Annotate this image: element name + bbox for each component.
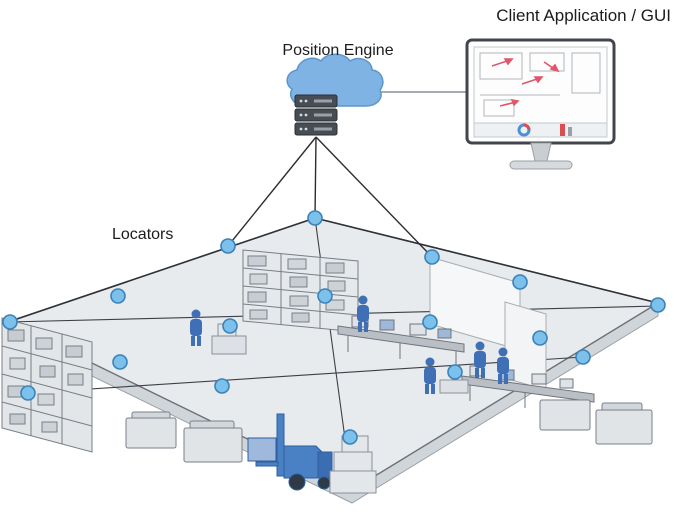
box bbox=[67, 373, 84, 386]
box bbox=[9, 413, 26, 425]
box bbox=[289, 276, 308, 288]
forklift-mast bbox=[276, 413, 285, 477]
bar-chart-red bbox=[560, 124, 565, 136]
box bbox=[325, 262, 345, 274]
forklift-fork bbox=[255, 461, 279, 467]
machines-left bbox=[125, 411, 243, 463]
tracking-arrows bbox=[491, 58, 560, 107]
beam-upper-right bbox=[314, 217, 659, 304]
engine-locator-link bbox=[227, 136, 317, 247]
worker bbox=[424, 357, 436, 394]
monitor-base bbox=[509, 160, 573, 170]
pallet-jack bbox=[439, 379, 469, 394]
box bbox=[531, 373, 547, 385]
warehouse bbox=[1, 217, 660, 504]
workers bbox=[190, 295, 509, 394]
box bbox=[559, 378, 574, 389]
forklift-wheel bbox=[288, 473, 306, 491]
locator-node bbox=[307, 210, 323, 226]
box bbox=[37, 393, 55, 406]
server-stack-icon bbox=[294, 94, 338, 136]
box bbox=[247, 255, 267, 267]
locator-node bbox=[422, 314, 438, 330]
worker bbox=[474, 341, 486, 378]
forklift bbox=[247, 413, 333, 491]
beam-upper-left bbox=[7, 217, 316, 323]
locator-node bbox=[317, 288, 333, 304]
monitor-screen-floorplan bbox=[473, 46, 608, 124]
worker bbox=[190, 309, 202, 346]
locator-node bbox=[424, 249, 440, 265]
machines-right bbox=[539, 399, 653, 445]
box bbox=[409, 323, 427, 336]
box bbox=[247, 291, 267, 303]
box bbox=[65, 345, 83, 358]
locator-node bbox=[447, 364, 463, 380]
box bbox=[379, 319, 395, 331]
box bbox=[333, 451, 373, 472]
worker bbox=[497, 347, 509, 384]
box bbox=[249, 273, 268, 285]
engine-locator-links bbox=[227, 136, 433, 258]
engine-locator-link bbox=[315, 136, 433, 258]
locator-node bbox=[112, 354, 128, 370]
box bbox=[289, 295, 309, 307]
locator-node bbox=[650, 297, 666, 313]
aisle-line-lower bbox=[27, 356, 584, 394]
locators-label: Locators bbox=[112, 226, 174, 243]
box-stack bbox=[329, 435, 377, 494]
box bbox=[35, 337, 53, 350]
bar-chart-gray bbox=[568, 127, 572, 136]
locator-node bbox=[20, 385, 36, 401]
cloud-icon bbox=[286, 53, 384, 107]
position-engine-label: Position Engine bbox=[282, 42, 394, 59]
box bbox=[437, 328, 452, 339]
forklift-wheel bbox=[317, 476, 331, 490]
box bbox=[291, 312, 310, 323]
box bbox=[327, 280, 346, 292]
locator-node bbox=[214, 378, 230, 394]
worker bbox=[357, 295, 369, 332]
box bbox=[287, 258, 307, 270]
carried-box bbox=[247, 437, 277, 462]
box bbox=[39, 365, 56, 378]
locator-node bbox=[532, 330, 548, 346]
locator-node bbox=[222, 318, 238, 334]
position-engine-node bbox=[286, 53, 467, 136]
locator-node bbox=[2, 314, 18, 330]
locator-node bbox=[575, 349, 591, 365]
box bbox=[7, 329, 25, 342]
locator-node bbox=[342, 429, 358, 445]
locator-node bbox=[110, 288, 126, 304]
locator-node bbox=[512, 274, 528, 290]
box bbox=[41, 421, 58, 433]
monitor bbox=[465, 38, 616, 170]
engine-locator-link bbox=[314, 136, 317, 219]
box bbox=[9, 357, 26, 370]
monitor-status-bar bbox=[473, 122, 608, 138]
box bbox=[329, 470, 377, 494]
locator-node bbox=[220, 238, 236, 254]
locator-dots bbox=[2, 210, 666, 445]
shelving-rack-left bbox=[1, 317, 93, 453]
client-application-label: Client Application / GUI bbox=[496, 6, 671, 25]
box bbox=[249, 309, 268, 320]
monitor-stand bbox=[530, 142, 552, 162]
box bbox=[325, 299, 345, 311]
shelving-rack-top bbox=[242, 249, 359, 333]
